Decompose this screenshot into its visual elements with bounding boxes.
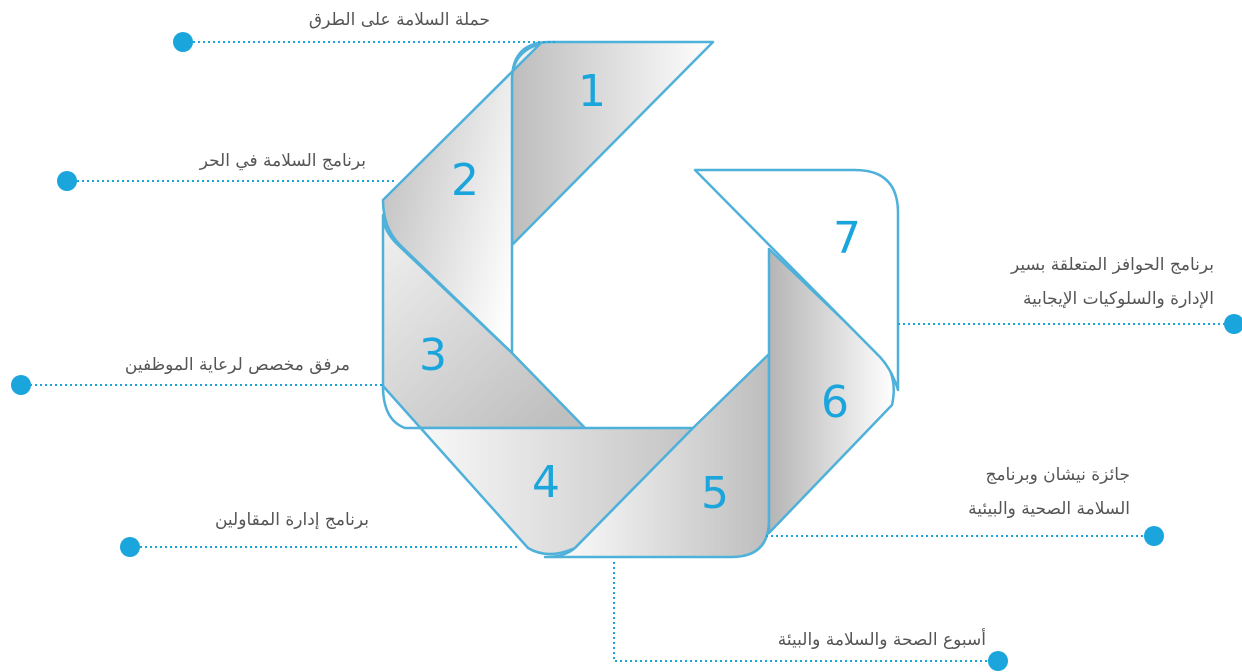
connector-6-dot xyxy=(1144,526,1164,546)
segment-4-label: برنامج إدارة المقاولين xyxy=(214,510,369,530)
segment-1-blade xyxy=(510,40,715,247)
connector-3-dot xyxy=(11,375,31,395)
segment-7-label-line-2: الإدارة والسلوكيات الإيجابية xyxy=(1022,289,1214,309)
connector-7-dot xyxy=(1224,314,1242,334)
segment-6-number: 6 xyxy=(821,377,849,428)
segment-3-number: 3 xyxy=(419,330,447,381)
segment-7-blade xyxy=(693,168,900,392)
segment-1-number: 1 xyxy=(578,66,606,117)
segment-2-blade xyxy=(381,42,542,355)
segment-5-label: أسبوع الصحة والسلامة والبيئة xyxy=(777,630,986,650)
segment-1-label: حملة السلامة على الطرق xyxy=(308,10,490,30)
segment-5-number: 5 xyxy=(701,468,729,519)
connector-5-dot xyxy=(988,651,1008,671)
segment-7-number: 7 xyxy=(833,213,861,264)
connector-4-dot xyxy=(120,537,140,557)
segment-7-label-line-1: برنامج الحوافز المتعلقة بسير xyxy=(1010,255,1214,275)
segment-2-number: 2 xyxy=(451,155,479,206)
connector-2-dot xyxy=(57,171,77,191)
segment-4-number: 4 xyxy=(532,457,560,508)
connector-1-dot xyxy=(173,32,193,52)
segment-6-label-line-1: جائزة نيشان وبرنامج xyxy=(985,465,1130,485)
segment-6-label-line-2: السلامة الصحية والبيئية xyxy=(968,499,1130,519)
segment-2-label: برنامج السلامة في الحر xyxy=(199,151,366,171)
connector-5 xyxy=(613,562,998,662)
segment-3-label: مرفق مخصص لرعاية الموظفين xyxy=(124,355,350,375)
